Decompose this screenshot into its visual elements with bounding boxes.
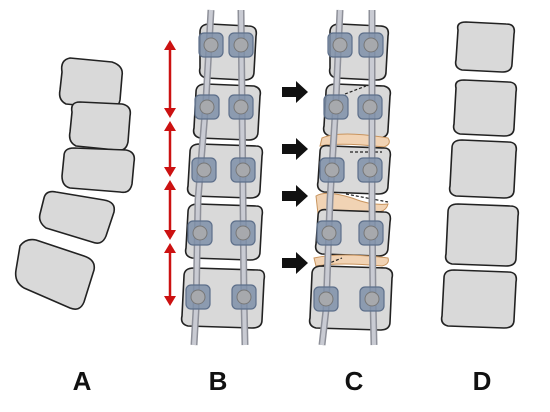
panel-d-corrected-spine bbox=[440, 21, 520, 329]
indicator-arrow-icon bbox=[282, 81, 308, 103]
pedicle-screw bbox=[230, 220, 256, 246]
osteotomy-line bbox=[345, 193, 389, 203]
indicator-arrow-icon bbox=[282, 185, 308, 207]
vertebra bbox=[444, 203, 520, 267]
pedicle-screw bbox=[313, 286, 339, 312]
vertebra bbox=[448, 139, 518, 199]
distraction-arrows bbox=[164, 40, 176, 306]
pedicle-screw bbox=[187, 220, 213, 246]
panel-label-a: A bbox=[72, 366, 92, 396]
pedicle-screw bbox=[359, 286, 385, 312]
pedicle-screw bbox=[358, 220, 384, 246]
distraction-arrow-icon bbox=[164, 40, 176, 118]
pedicle-screw bbox=[228, 32, 254, 58]
pedicle-screw bbox=[194, 94, 220, 120]
osteotomy-line bbox=[321, 257, 343, 267]
indicator-arrows bbox=[282, 81, 308, 274]
screws-b bbox=[185, 32, 257, 310]
indicator-arrow-icon bbox=[282, 252, 308, 274]
panel-label-b: B bbox=[208, 366, 228, 396]
pedicle-screw bbox=[191, 157, 217, 183]
pedicle-screw bbox=[231, 284, 257, 310]
vertebra bbox=[38, 190, 116, 244]
rod-highlight bbox=[320, 9, 342, 346]
panel-label-d: D bbox=[472, 366, 492, 396]
pedicle-screw bbox=[230, 157, 256, 183]
vertebra bbox=[58, 57, 124, 110]
distraction-arrow-icon bbox=[164, 180, 176, 240]
pedicle-screw bbox=[323, 94, 349, 120]
pedicle-screw bbox=[185, 284, 211, 310]
vertebra bbox=[61, 147, 136, 194]
rod-highlight bbox=[192, 9, 213, 346]
panel-label-c: C bbox=[344, 366, 364, 396]
vertebra bbox=[440, 269, 518, 329]
distraction-arrow-icon bbox=[164, 121, 176, 177]
vertebra bbox=[452, 79, 518, 137]
vertebra bbox=[68, 101, 132, 152]
pedicle-screw bbox=[327, 32, 353, 58]
panel-a-curved-spine bbox=[14, 57, 136, 310]
pedicle-screw bbox=[198, 32, 224, 58]
pedicle-screw bbox=[357, 94, 383, 120]
panel-c-grafted-fixation bbox=[282, 9, 394, 346]
screws-c bbox=[313, 32, 385, 312]
osteotomy-line bbox=[344, 85, 367, 95]
vertebra bbox=[14, 238, 96, 310]
panel-b-distraction-fixation bbox=[164, 9, 266, 346]
distraction-arrow-icon bbox=[164, 243, 176, 306]
vertebra bbox=[454, 21, 516, 73]
pedicle-screw bbox=[358, 32, 384, 58]
rod-highlight bbox=[370, 10, 376, 346]
pedicle-screw bbox=[319, 157, 345, 183]
pedicle-screw bbox=[316, 220, 342, 246]
pedicle-screw bbox=[357, 157, 383, 183]
rod-highlight bbox=[239, 9, 247, 346]
indicator-arrow-icon bbox=[282, 138, 308, 160]
pedicle-screw bbox=[228, 94, 254, 120]
